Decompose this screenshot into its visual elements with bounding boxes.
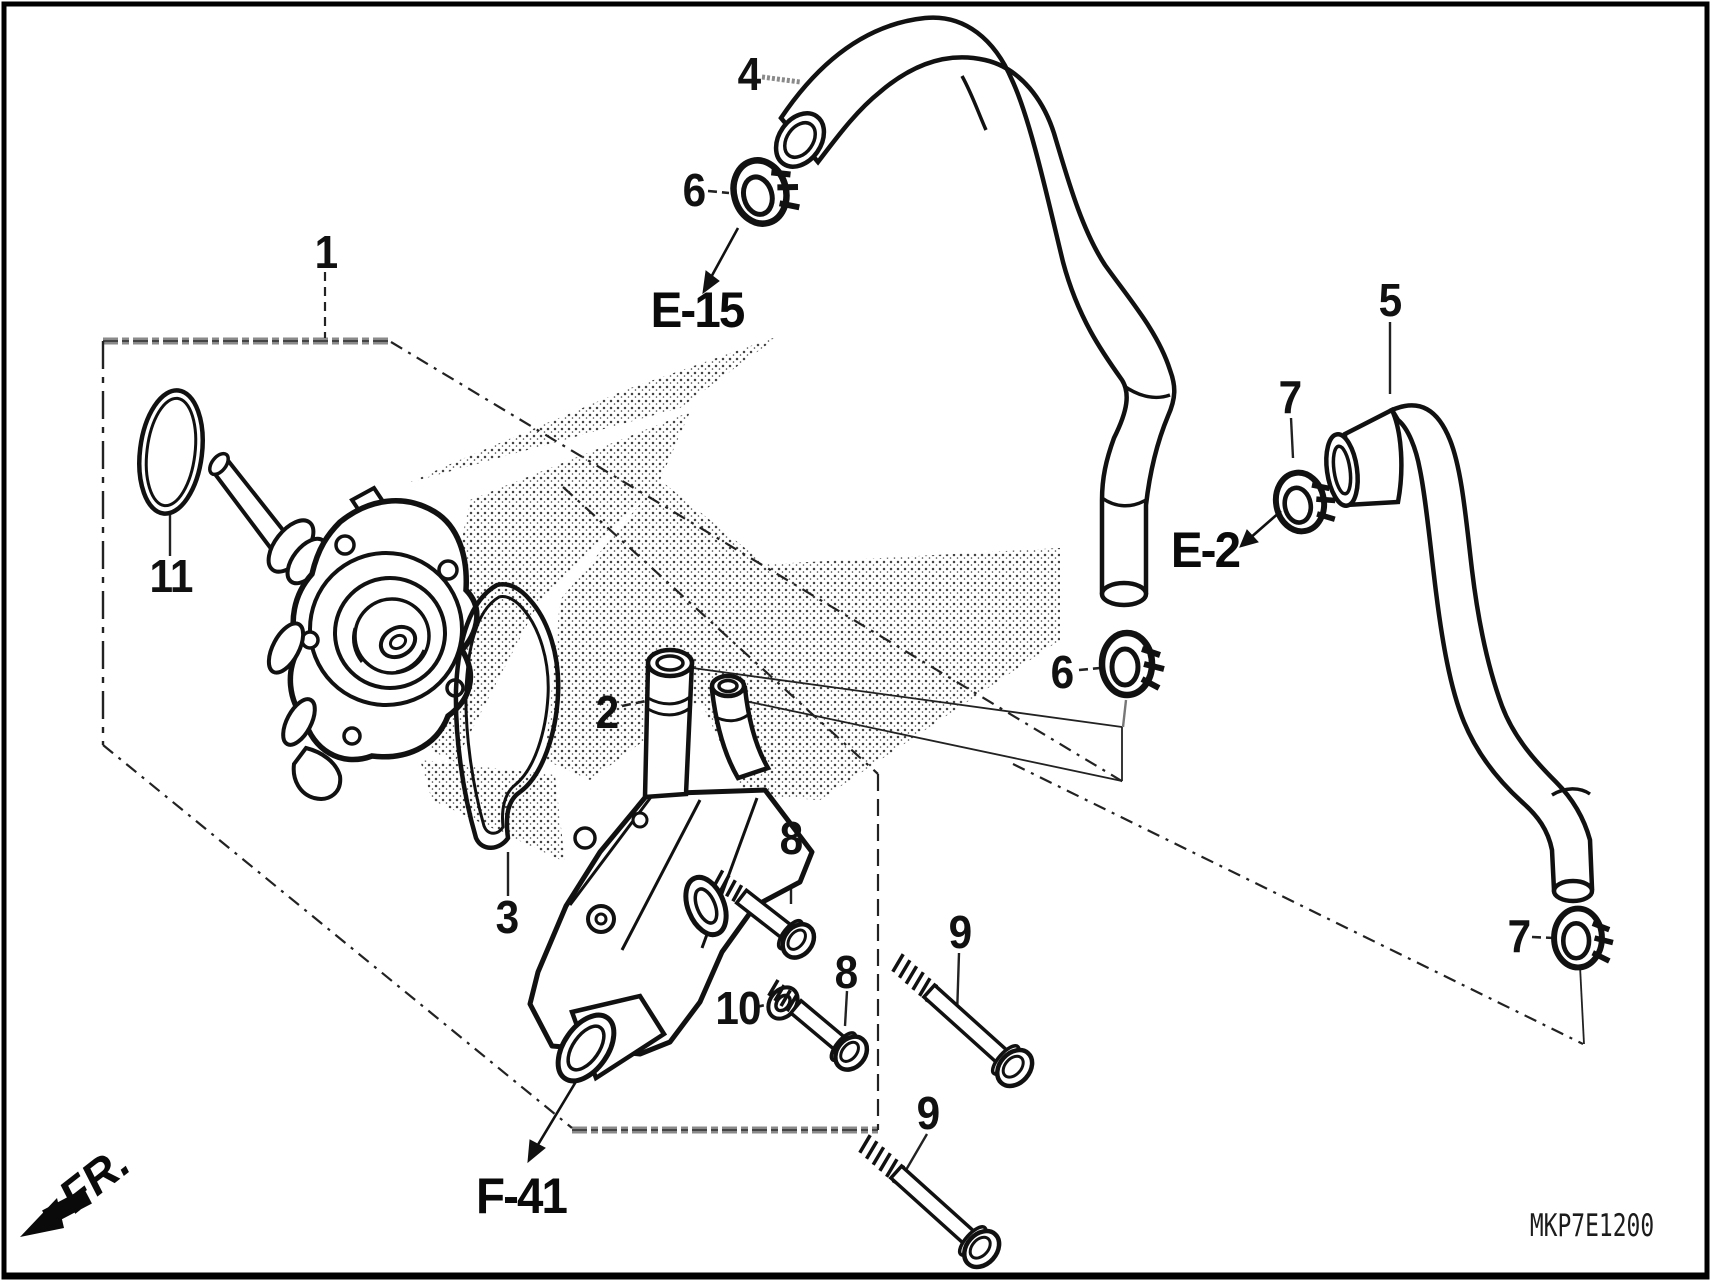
fr-direction-arrow — [20, 1188, 92, 1237]
hose-4 — [773, 15, 1177, 608]
bolt-8a — [712, 869, 817, 960]
gasket-3 — [453, 582, 561, 850]
honda-wing-watermark — [408, 336, 1060, 862]
bolt-9a — [891, 953, 1035, 1089]
pump-assembly-1 — [208, 451, 480, 801]
clamp-7a — [1272, 469, 1336, 535]
clamp-7b — [1551, 905, 1614, 971]
oring-11 — [137, 388, 205, 516]
assembly-plane-outline — [101, 337, 1584, 1134]
hose-5 — [1324, 403, 1595, 904]
clamp-6a — [730, 157, 800, 227]
bolt-8b — [767, 979, 870, 1072]
pump-cover-2 — [527, 647, 815, 1084]
bolt-9b — [858, 1134, 1002, 1270]
clamp-6b — [1098, 629, 1165, 699]
